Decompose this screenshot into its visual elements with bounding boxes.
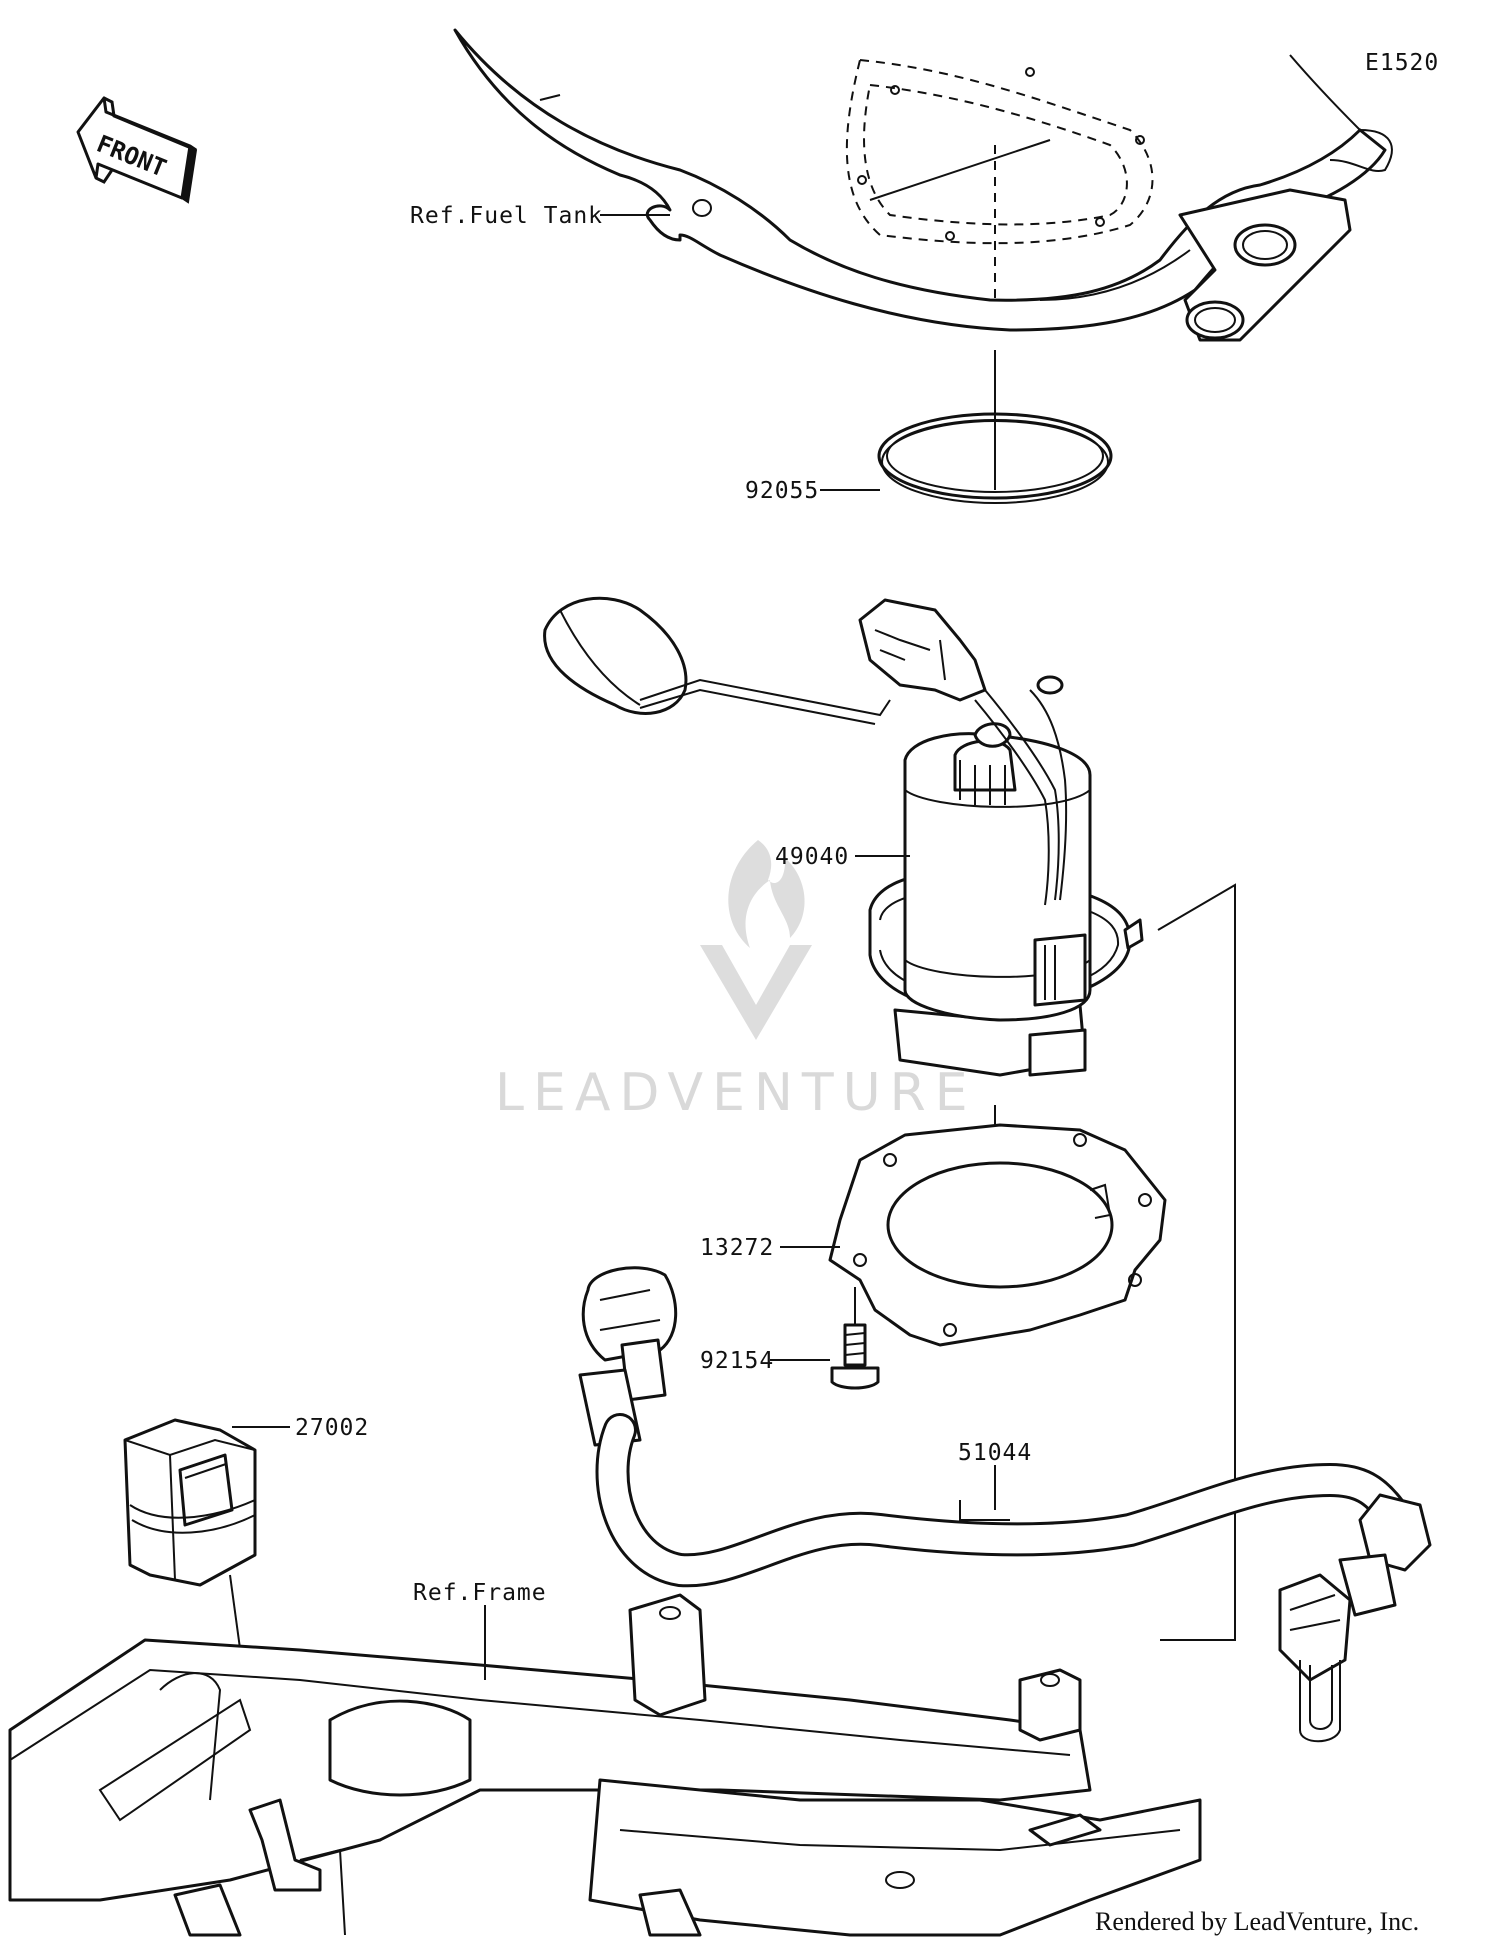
fuel-tank-ref (453, 28, 1393, 342)
gasket-13272 (828, 1123, 1167, 1347)
frame-ref (8, 1593, 1202, 1937)
front-arrow-icon: FRONT (76, 96, 198, 204)
fuel-pump-label: 49040 (775, 844, 849, 870)
bolt-label: 92154 (700, 1348, 774, 1374)
watermark-text: LEADVENTURE (495, 1063, 977, 1123)
bolt-92154 (830, 1287, 880, 1390)
fuel-pump-49040 (543, 596, 1144, 1077)
harness-label: 51044 (958, 1440, 1032, 1466)
gasket-label: 13272 (700, 1235, 774, 1261)
connection-leader (1157, 883, 1236, 1641)
o-ring-label: 92055 (745, 478, 819, 504)
sensor-27002 (123, 1418, 257, 1587)
frame-ref-label: Ref.Frame (413, 1580, 547, 1606)
fuel-tank-ref-label: Ref.Fuel Tank (410, 203, 603, 229)
diagram-code: E1520 (1365, 50, 1439, 76)
leadventure-watermark: LEADVENTURE (495, 840, 977, 1123)
harness-leader-stub (959, 1500, 1010, 1521)
credit-text: Rendered by LeadVenture, Inc. (1095, 1907, 1419, 1936)
sensor-label: 27002 (295, 1415, 369, 1441)
o-ring-92055 (877, 412, 1113, 504)
harness-51044 (578, 1266, 1432, 1743)
